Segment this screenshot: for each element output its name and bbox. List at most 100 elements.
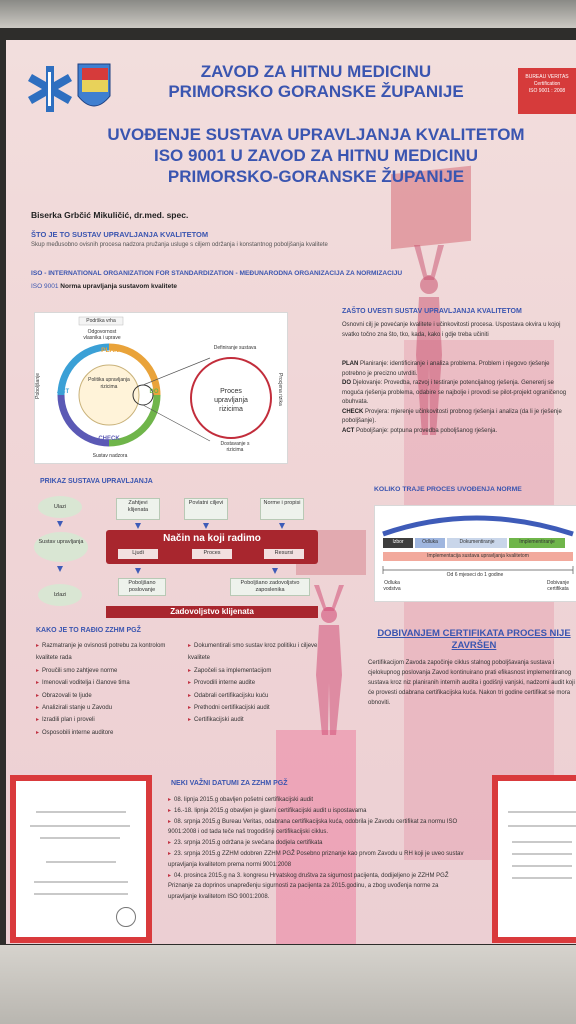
cert-text-line <box>512 877 572 879</box>
arrow-down-icon <box>57 521 63 527</box>
wall-top <box>0 0 576 30</box>
wall-bottom <box>0 945 576 1024</box>
plan-explain-text: Planiranje: identificiranje i analiza pr… <box>342 361 550 377</box>
iso-9001-line: ISO 9001 Norma upravljanja sustavom kval… <box>31 283 177 290</box>
certificate-seal-icon <box>116 907 136 927</box>
bureau-veritas-badge: BUREAU VERITAS Certification ISO 9001 : … <box>518 68 576 114</box>
do-explain-label: DO <box>342 380 351 386</box>
poster: ZAVOD ZA HITNU MEDICINU PRIMORSKO GORANS… <box>6 40 576 944</box>
process-out-poslovanje: Poboljšano poslovanje <box>118 578 166 596</box>
plan-explain-label: PLAN <box>342 361 359 367</box>
check-explain: CHECK Provjera: mjerenje učinkovitosti p… <box>342 408 574 427</box>
timeline-duration: Od 6 mjeseci do 1 godine <box>446 572 504 578</box>
certificate-image-right <box>492 775 576 943</box>
iso-9001-code: ISO 9001 <box>31 283 59 290</box>
iso-9001-desc: Norma upravljanja sustavom kvalitete <box>60 283 177 290</box>
section-dobivanjem-text: Certifikacijom Zavoda započinje ciklus s… <box>368 660 575 706</box>
timeline-step-odluka: Odluka <box>422 539 438 545</box>
pdca-right-a: Definiranje sustava <box>213 345 257 351</box>
chip-proces: Proces <box>192 549 232 559</box>
cert-text-line <box>512 841 572 843</box>
cert-text-line <box>46 861 116 863</box>
timeline-band-label: Razina problema i teškoća <box>442 510 518 516</box>
chip-ljudi: Ljudi <box>118 549 158 559</box>
iso-definition: ISO - INTERNATIONAL ORGANIZATION FOR STA… <box>31 270 403 277</box>
pdca-explanations: PLAN Planiranje: identificiranje i anali… <box>342 360 574 436</box>
section-sto-je-text: Skup međusobno ovisnih procesa nadzora p… <box>31 242 328 248</box>
timeline-step-izbor: Izbor <box>392 539 404 545</box>
date-item: 16.-18. lipnja 2015.g obavljen je glavni… <box>168 806 468 817</box>
section-prikaz-heading: PRIKAZ SUSTAVA UPRAVLJANJA <box>40 478 153 485</box>
date-item: 04. prosinca 2015.g na 3. kongresu Hrvat… <box>168 871 468 903</box>
pdca-check-label: CHECK <box>98 436 120 442</box>
badge-line-2: Certification <box>533 81 561 87</box>
cert-text-line <box>512 865 572 867</box>
timeline-left-label: Odluka vodstva <box>383 580 401 592</box>
pdca-cycle-graphic <box>57 316 272 447</box>
author-name: Biserka Grbčić Mikuličić, dr.med. spec. <box>31 210 189 220</box>
cert-text-line <box>40 837 120 839</box>
org-line-1: ZAVOD ZA HITNU MEDICINU <box>200 62 432 81</box>
cert-text-line <box>34 893 128 895</box>
date-item: 23. srpnja 2015.g održana je svečana dod… <box>168 838 468 849</box>
kako-left-item: Analizirali stanje u Zavodu <box>36 702 186 714</box>
check-explain-text: Provjera: mjerenje učinkovitosti probnog… <box>342 408 562 425</box>
timeline-step-implementiranje: Implementiranje <box>519 539 555 545</box>
check-explain-label: CHECK <box>342 408 364 415</box>
kako-left-item: Osposobili interne auditore <box>36 727 186 739</box>
kako-right-item: Provodili interne audite <box>188 677 338 689</box>
arrow-down-icon <box>57 566 63 572</box>
pdca-top-box: Podrška vrha <box>86 318 116 324</box>
pdca-plan-label: PLAN <box>101 347 119 354</box>
pdca-act-label: ACT <box>56 389 70 395</box>
cert-text-line <box>508 811 576 813</box>
do-explain-text: Djelovanje: Provedba, razvoj i testiranj… <box>342 380 567 405</box>
pdca-bottom-text: Sustav nadzora <box>92 453 128 459</box>
process-box-ciljevi: Povlatni ciljevi <box>184 498 228 520</box>
process-izlazi: Izlazi <box>38 584 82 606</box>
badge-line-3: ISO 9001 : 2008 <box>528 88 566 94</box>
arrow-down-icon <box>279 523 285 529</box>
section-vazni-heading: NEKI VAŽNI DATUMI ZA ZZHM PGŽ <box>171 780 288 787</box>
organization-name: ZAVOD ZA HITNU MEDICINU PRIMORSKO GORANS… <box>116 62 516 102</box>
kako-right-item: Prethodni certifikacijski audit <box>188 702 338 714</box>
poster-title: UVOĐENJE SUSTAVA UPRAVLJANJA KVALITETOM … <box>66 124 566 187</box>
section-kako-heading: KAKO JE TO RAĐIO ZZHM PGŽ <box>36 627 141 634</box>
act-explain-text: Poboljšanje: potpuna provedba poboljšano… <box>356 427 498 434</box>
kako-left-item: Imenovali voditelja i članove tima <box>36 677 186 689</box>
kako-right-item: Započeli sa implementacijom <box>188 665 338 677</box>
do-explain: DO Djelovanje: Provedba, razvoj i testir… <box>342 379 574 408</box>
pdca-right-b: Proces upravljanja rizicima <box>214 388 248 413</box>
arrow-down-icon <box>135 568 141 574</box>
pdca-top-text: Odgovornost vlasnika i uprave <box>83 329 121 341</box>
kako-right-item: Dokumentirali smo sustav kroz politiku i… <box>188 640 338 665</box>
title-line-1: UVOĐENJE SUSTAVA UPRAVLJANJA KVALITETOM <box>107 125 525 144</box>
kako-right-item: Odabrali certifikacijsku kuću <box>188 690 338 702</box>
emergency-logo-icon <box>28 63 111 112</box>
process-box-norme: Norme i propisi <box>260 498 304 520</box>
timeline-step-dokumentiranje: Dokumentiranje <box>459 539 495 545</box>
section-sto-je-heading: ŠTO JE TO SUSTAV UPRAVLJANJA KVALITETOM <box>31 230 209 239</box>
section-zasto-text: Osnovni cilj je povećanje kvalitete i uč… <box>342 322 561 338</box>
chip-resursi: Resursi <box>264 549 304 559</box>
cert-text-line <box>36 811 126 813</box>
kako-left-item: Proučili smo zahtjeve norme <box>36 665 186 677</box>
date-item: 08. srpnja 2015.g Bureau Veritas, odabra… <box>168 817 468 839</box>
arrow-down-icon <box>203 523 209 529</box>
process-ulazi: Ulazi <box>38 496 82 518</box>
figure-silhouette-icon <box>414 245 444 435</box>
title-line-3: PRIMORSKO-GORANSKE ŽUPANIJE <box>167 167 465 186</box>
cert-text-line <box>30 825 130 827</box>
kako-left-item: Izradili plan i proveli <box>36 714 186 726</box>
pdca-left-text: Poboljšanje <box>35 373 41 399</box>
pdca-side-right: Procjena rizika <box>277 373 283 406</box>
section-dobivanjem-heading: DOBIVANJEM CERTIFIKATA PROCES NIJE ZAVRŠ… <box>377 628 571 651</box>
act-explain: ACT Poboljšanje: potpuna provedba pobolj… <box>342 427 574 437</box>
badge-line-1: BUREAU VERITAS <box>525 74 569 80</box>
cert-text-line <box>508 825 576 827</box>
plan-explain: PLAN Planiranje: identificiranje i anali… <box>342 360 574 379</box>
timeline-impl: Implementacija sustava upravljanja kvali… <box>427 553 529 559</box>
arrow-down-icon <box>272 568 278 574</box>
nacin-title: Način na koji radimo <box>163 533 261 544</box>
arrow-down-icon <box>135 523 141 529</box>
